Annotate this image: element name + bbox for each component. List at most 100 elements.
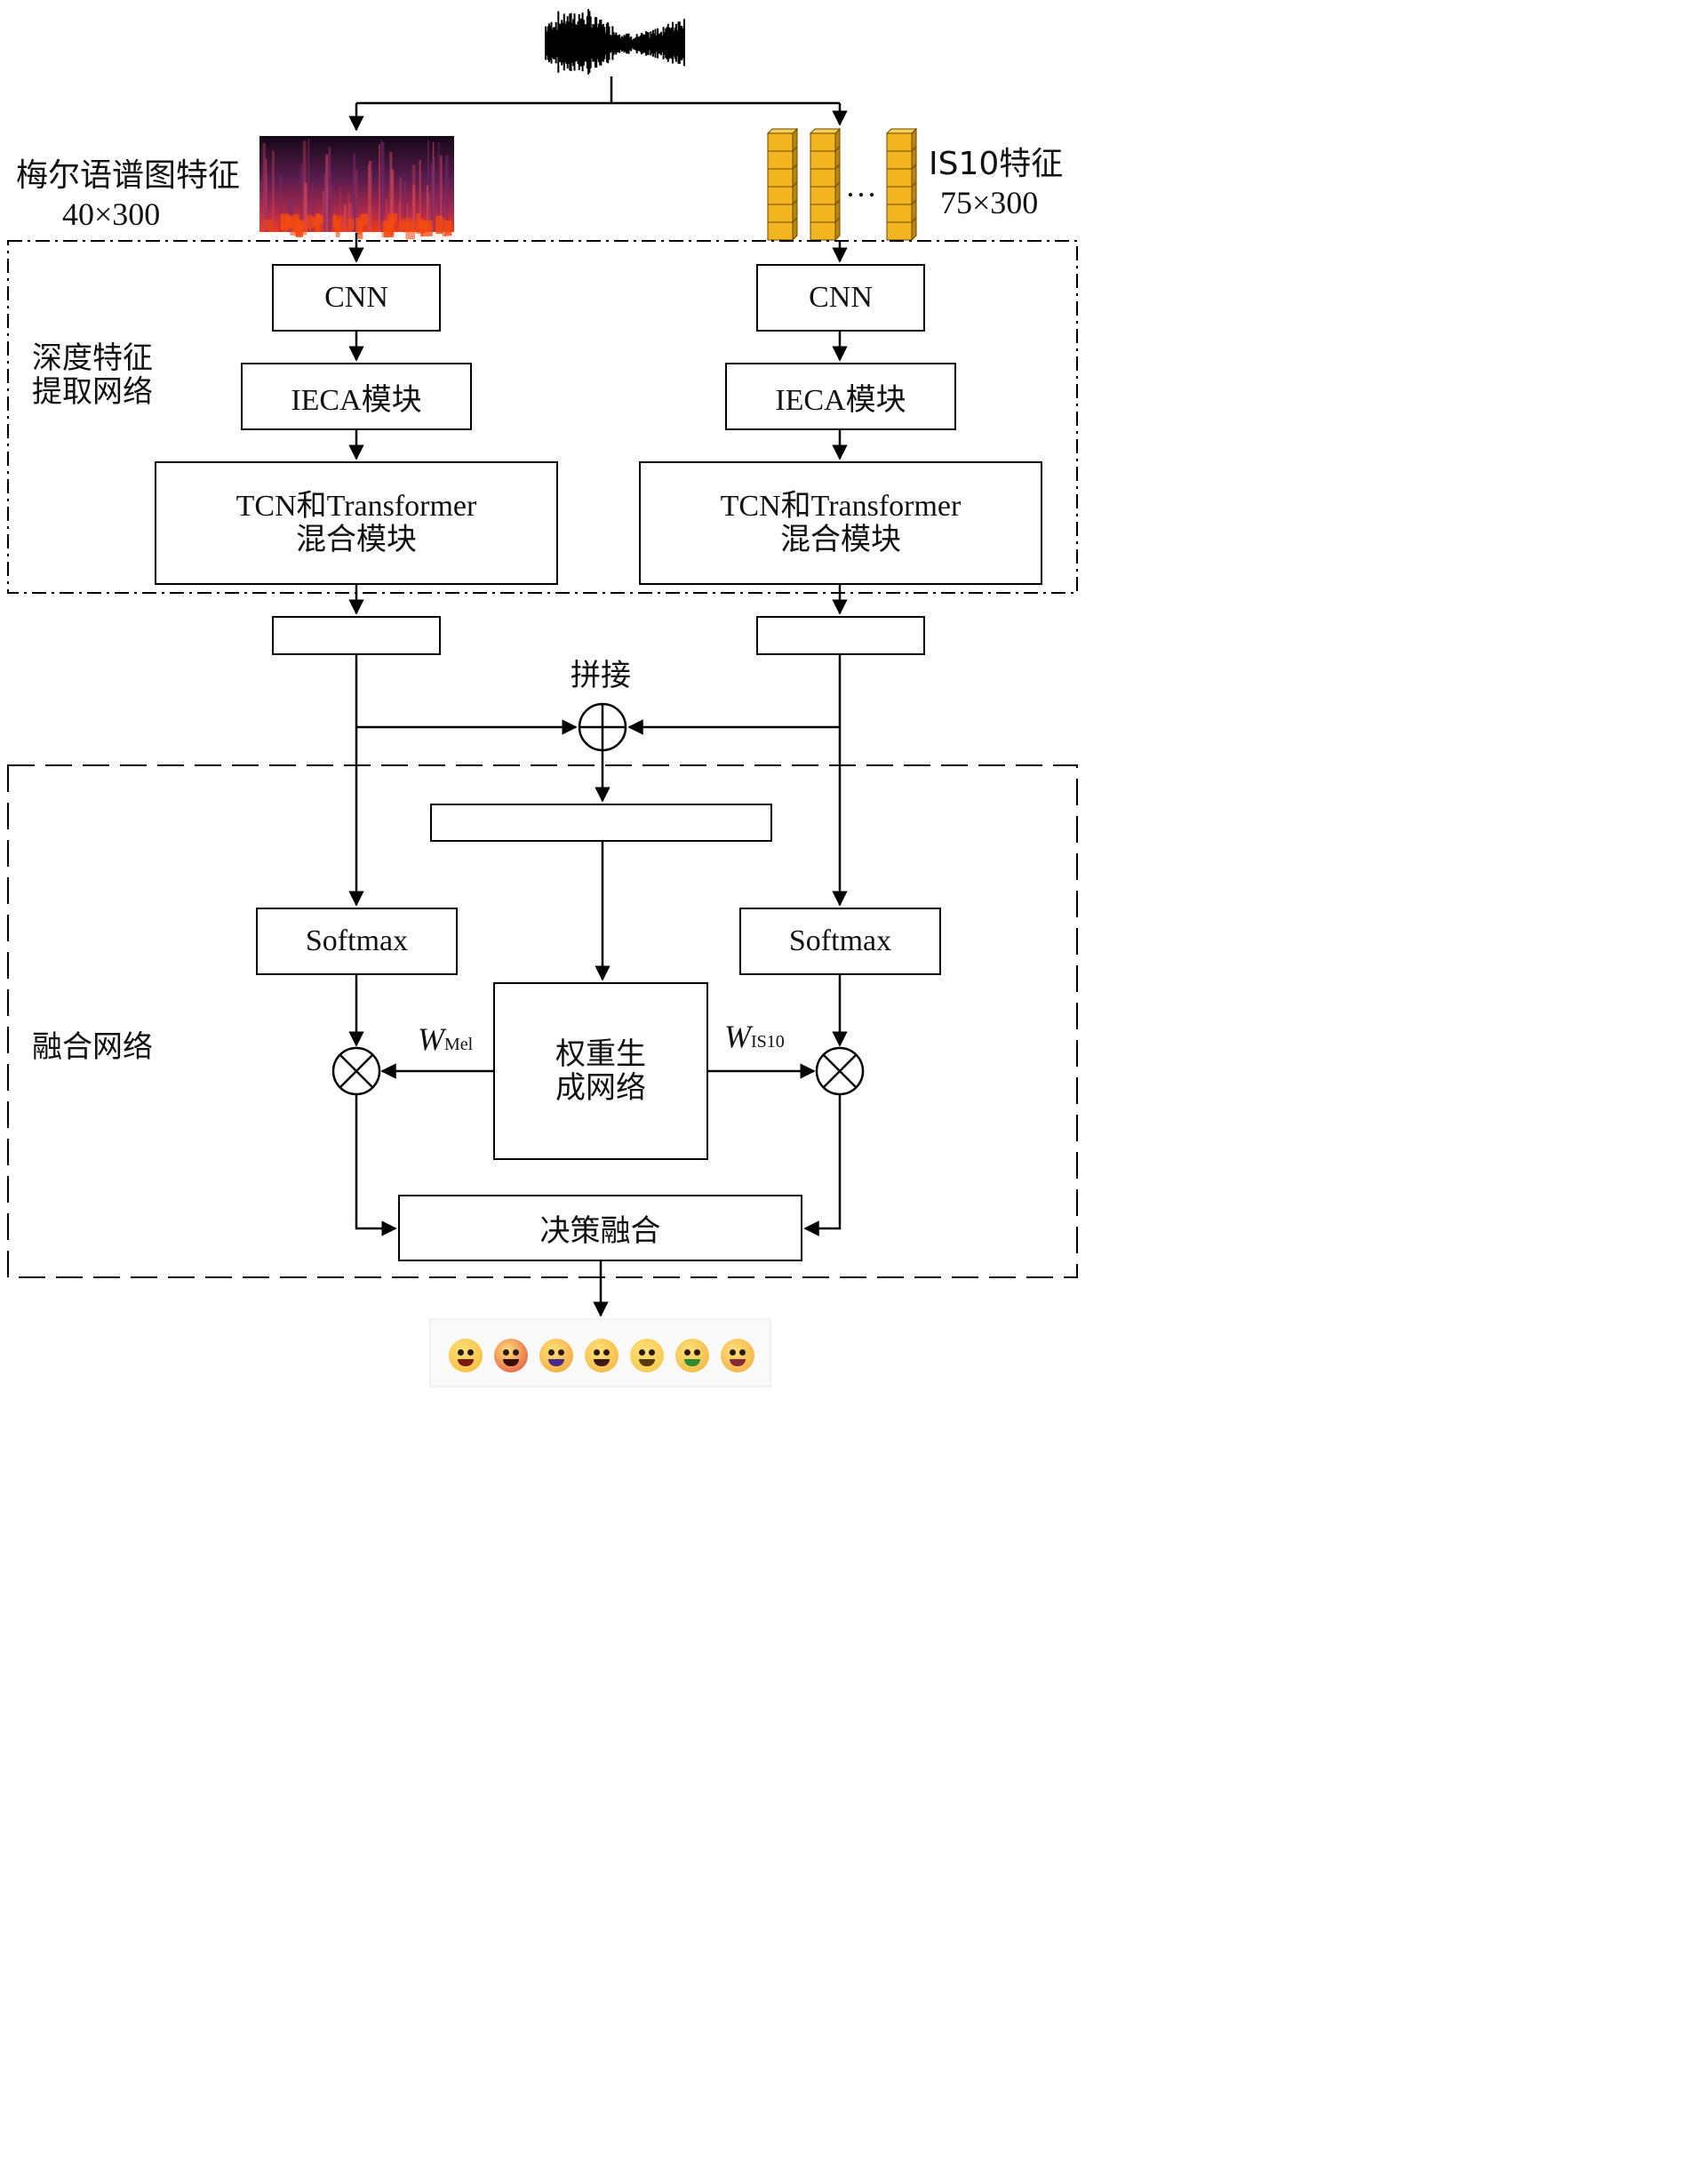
diagram-lines (7, 9, 1078, 1388)
spectrogram-streak (328, 146, 330, 232)
spectrogram-hot-spot (399, 220, 407, 230)
spectrogram-hot-spot (419, 218, 423, 237)
emoji-eye (603, 1349, 610, 1356)
spectrogram-streak (325, 154, 329, 232)
mel-feature-dims: 40×300 (62, 196, 161, 232)
happy-icon (449, 1339, 483, 1372)
spectrogram-streak (368, 164, 370, 232)
spectrogram-streak (262, 142, 266, 232)
emoji-mouth (730, 1359, 746, 1366)
w-is10-sub: IS10 (751, 1032, 785, 1052)
spectrogram-hot-spot (348, 219, 355, 229)
spectrogram-streak (437, 141, 441, 232)
multiply-symbol-left (331, 1046, 381, 1096)
spectrogram-streak (389, 152, 393, 232)
cnn-box-mel: CNN (272, 264, 441, 332)
w-is10-base: W (724, 1019, 751, 1054)
spectrogram-hot-spot (435, 215, 443, 235)
emoji-eye (458, 1349, 464, 1356)
emoji-mouth (594, 1359, 610, 1366)
w-mel-label: WMel (418, 1020, 473, 1058)
spectrogram-streak (302, 140, 307, 232)
spectrogram-streak (379, 144, 380, 232)
spectrogram-streak (412, 185, 416, 232)
concat-symbol (578, 702, 627, 752)
spectrogram-streak (347, 192, 350, 232)
spectrogram-streak (369, 160, 372, 232)
spectrogram-streak (442, 186, 444, 232)
spectrogram-hot-spot (282, 218, 291, 228)
tcn-transformer-box-is10: TCN和Transformer 混合模块 (639, 461, 1042, 585)
spectrogram-streak (304, 183, 307, 232)
spectrogram-streak (344, 204, 347, 232)
waveform-icon (545, 9, 685, 75)
spectrogram-streak (440, 155, 443, 232)
emoji-eye (639, 1349, 645, 1356)
w-mel-sub: Mel (444, 1035, 474, 1054)
spectrogram-hot-spot (429, 220, 434, 236)
is10-feature-dims: 75×300 (940, 185, 1039, 220)
spectrogram-streak (272, 150, 275, 232)
tcn-transformer-box-mel: TCN和Transformer 混合模块 (155, 461, 558, 585)
fusion-network-label: 融合网络 (32, 1029, 153, 1065)
emoji-mouth (503, 1359, 519, 1366)
spectrogram-streak (339, 186, 341, 232)
spectrogram-streak (259, 180, 261, 232)
emoji-mouth (639, 1359, 655, 1366)
spectrogram-streak (430, 163, 435, 232)
spectrogram-hot-spot (405, 221, 416, 240)
weight-generation-network-box: 权重生 成网络 (493, 982, 708, 1160)
spectrogram-streak (331, 183, 333, 232)
angry-icon (494, 1339, 528, 1372)
mel-feature-label: 梅尔语谱图特征 (16, 157, 241, 194)
ieca-box-mel: IECA模块 (241, 363, 472, 430)
is10-feature-label: IS10特征 (929, 146, 1064, 182)
is10-cube-column (885, 127, 918, 242)
emoji-eye (503, 1349, 509, 1356)
spectrogram-hot-spot (315, 213, 321, 232)
spectrogram-hot-spot (421, 220, 430, 236)
spectrogram-hot-spot (264, 219, 272, 230)
spectrogram-streak (355, 196, 358, 232)
ieca-box-is10: IECA模块 (725, 363, 956, 430)
spectrogram-hot-spot (335, 219, 340, 237)
emoji-mouth (684, 1359, 700, 1366)
model-architecture-diagram: 梅尔语谱图特征 40×300 IS10特征 75×300 … 深度特征 提取网络… (0, 0, 1084, 1390)
fear-icon (585, 1339, 619, 1372)
emoji-mouth (548, 1359, 564, 1366)
emoji-eye (694, 1349, 700, 1356)
emoji-eye (594, 1349, 600, 1356)
spectrogram-streak (398, 200, 401, 232)
mel-spectrogram-image (259, 136, 454, 240)
is10-feature-vector (756, 616, 925, 655)
w-mel-base: W (418, 1021, 444, 1057)
spectrogram-hot-spot (360, 213, 369, 226)
spectrogram-streak (313, 189, 315, 232)
spectrogram-streak (353, 153, 355, 232)
spectrogram-hot-spot (387, 219, 393, 236)
emoji-eye (558, 1349, 564, 1356)
w-is10-label: WIS10 (724, 1018, 785, 1055)
emoji-eye (467, 1349, 474, 1356)
spectrogram-hot-spot (295, 220, 304, 237)
softmax-box-mel: Softmax (256, 908, 458, 975)
spectrogram-streak (311, 182, 314, 232)
spectrogram-hot-spot (444, 220, 452, 236)
spectrogram-hot-spot (381, 220, 388, 237)
spectrogram-hot-spot (355, 217, 362, 235)
emoji-eye (513, 1349, 519, 1356)
spectrogram-hot-spot (387, 213, 398, 224)
mel-feature-vector (272, 616, 441, 655)
disgust-icon (675, 1339, 709, 1372)
spectrogram-streak (391, 169, 395, 232)
softmax-box-is10: Softmax (739, 908, 941, 975)
emoji-eye (730, 1349, 736, 1356)
is10-ellipsis: … (845, 168, 877, 204)
spectrogram-streak (380, 141, 385, 232)
cnn-box-is10: CNN (756, 264, 925, 332)
spectrogram-streak (419, 160, 421, 232)
surprise-icon (721, 1339, 754, 1372)
spectrogram-streak (445, 155, 449, 232)
spectrogram-streak (323, 175, 326, 232)
spectrogram-streak (406, 203, 408, 232)
